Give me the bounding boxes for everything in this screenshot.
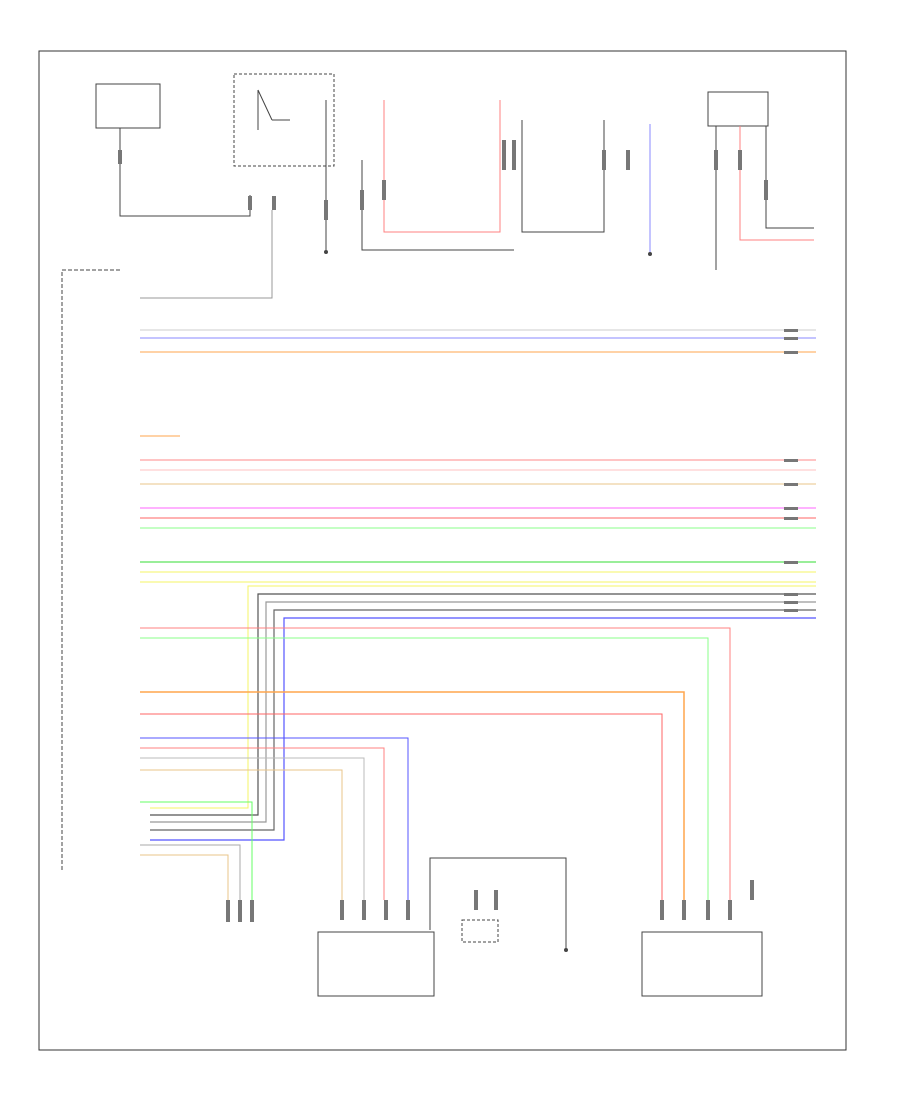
wire-yellow-3 (150, 585, 816, 809)
wire-red-3 (140, 713, 663, 900)
wire-gray-2 (150, 601, 816, 823)
jb-fuse-center (324, 100, 328, 250)
jb-fuse-left (95, 83, 251, 217)
wire-red-4 (140, 747, 385, 900)
wire-tan-2 (140, 769, 343, 900)
wire-orange-3 (140, 691, 685, 900)
wire-gray-3 (140, 757, 365, 900)
ground-3 (564, 948, 568, 952)
ignition-relay (233, 73, 335, 210)
wire-blue-2 (140, 737, 409, 900)
hazard-switch (360, 100, 514, 251)
wire-purple-1 (150, 617, 816, 841)
wire-bundle (140, 329, 816, 900)
ground-1 (324, 250, 328, 254)
wire-black-1 (150, 593, 816, 816)
main-module (61, 210, 273, 870)
wire-gray-4 (140, 844, 241, 900)
ground-2 (648, 252, 652, 256)
left-seat-module (317, 870, 435, 997)
right-terminal-ticks (784, 329, 798, 612)
wire-red-2 (140, 627, 731, 900)
wire-tan-3 (140, 854, 229, 900)
diagram-border (38, 50, 847, 1051)
right-seat-module (641, 880, 763, 997)
wire-black-2 (150, 609, 816, 831)
front-seat-heater (226, 900, 254, 922)
wire-lgreen-3 (140, 801, 253, 900)
cigar-lighter (429, 857, 567, 948)
accessory-socket (707, 91, 814, 270)
combination-meter (502, 120, 651, 252)
wire-lgreen-2 (140, 637, 709, 900)
